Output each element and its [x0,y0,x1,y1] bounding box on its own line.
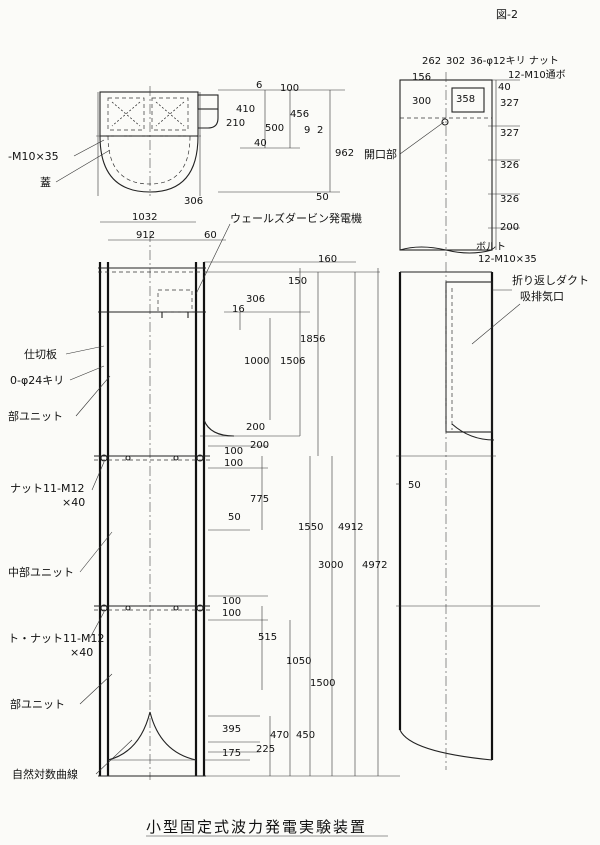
label-nut-m12-a-qty: ×40 [62,496,85,509]
main-dimensions: 306 1032 912 60 16 306 160 150 1000 1506… [100,196,400,777]
dim-3000: 3000 [318,560,343,571]
dim-1050: 1050 [286,656,311,667]
dim-1032: 1032 [132,212,157,223]
label-bolt-side: ボルト [476,241,506,253]
dim-40: 40 [254,138,267,149]
dim-306-top: 306 [184,196,203,207]
dim-4912: 4912 [338,522,363,533]
label-partition: 仕切板 [24,347,57,361]
dim-395: 395 [222,724,241,735]
label-fold-duct: 折り返しダクト [512,273,589,287]
label-bolt-12m10-b: 12-M10×35 [478,254,537,265]
dim-50-top: 50 [316,192,329,203]
dim-358: 358 [456,94,475,105]
label-nut-m12-b-qty: ×40 [70,646,93,659]
dim-262: 262 [422,56,441,67]
main-body [94,232,235,780]
dim-100-d: 100 [222,608,241,619]
dim-100-a: 100 [224,446,243,457]
label-lid: 蓋 [40,176,51,189]
dim-410: 410 [236,104,255,115]
dim-100: 100 [280,83,299,94]
dim-1000: 1000 [244,356,269,367]
dim-1500: 1500 [310,678,335,689]
dim-327-b: 327 [500,128,519,139]
dim-470: 470 [270,730,289,741]
dim-450: 450 [296,730,315,741]
drawing-title: 小型固定式波力発電実験装置 [146,818,367,836]
dim-4972: 4972 [362,560,387,571]
label-hole-phi24: 0-φ24キリ [10,374,64,387]
label-opening: 開口部 [364,147,397,161]
dim-775: 775 [250,494,269,505]
dim-2: 2 [317,125,323,136]
dim-306-mid: 306 [246,294,265,305]
dim-200-side: 200 [500,222,519,233]
dim-40-side: 40 [498,82,511,93]
dim-9: 9 [304,125,310,136]
label-bolt-m10: -M10×35 [8,150,59,163]
dim-210: 210 [226,118,245,129]
dim-60: 60 [204,230,217,241]
dim-156: 156 [412,72,431,83]
dim-50-side: 50 [408,480,421,491]
side-section-view: 12-M10×35 折り返しダクト 吸排気口 50 [396,254,589,770]
dim-1506: 1506 [280,356,305,367]
label-exhaust: 吸排気口 [520,289,564,303]
dim-6: 6 [256,80,262,91]
dim-962: 962 [335,148,354,159]
label-turbine: ウェールズダービン発電機 [230,211,362,225]
dim-456: 456 [290,109,309,120]
label-unit-middle: 中部ユニット [8,565,74,579]
dim-327-a: 327 [500,98,519,109]
top-plan-dimensions: 6 100 410 456 210 500 9 2 40 962 50 [218,80,354,203]
left-labels: -M10×35 蓋 仕切板 0-φ24キリ 部ユニット ナット11-M12 ×4… [8,139,133,781]
label-bolt-phi12: 36-φ12キリ ナット [470,55,559,67]
dim-100-b: 100 [224,458,243,469]
dim-160: 160 [318,254,337,265]
dim-225: 225 [256,744,275,755]
dim-175: 175 [222,748,241,759]
side-top-view: 262 302 36-φ12キリ ナット 156 12-M10通ボ 40 300… [364,55,566,256]
label-bolt-12m10: 12-M10通ボ [508,69,566,81]
dim-100-c: 100 [222,596,241,607]
dim-300: 300 [412,96,431,107]
label-unit-lower: 部ユニット [10,697,65,711]
top-plan-view [96,86,219,196]
dim-302: 302 [446,56,465,67]
dim-200-a: 200 [246,422,265,433]
dim-200-b: 200 [250,440,269,451]
dim-500: 500 [265,123,284,134]
label-nut-m12-a: ナット11-M12 [10,482,84,495]
figure-number: 図-2 [496,8,518,21]
dim-912: 912 [136,230,155,241]
label-nut-m12-b: ト・ナット11-M12 [8,632,104,645]
dim-16: 16 [232,304,245,315]
dim-150: 150 [288,276,307,287]
dim-50-mid: 50 [228,512,241,523]
dim-326-a: 326 [500,160,519,171]
dim-1550: 1550 [298,522,323,533]
dim-515: 515 [258,632,277,643]
label-unit-upper: 部ユニット [8,409,63,423]
dim-326-b: 326 [500,194,519,205]
dim-1856: 1856 [300,334,325,345]
turbine-callout: ウェールズダービン発電機 [195,211,362,295]
label-log-curve: 自然対数曲線 [12,767,78,781]
